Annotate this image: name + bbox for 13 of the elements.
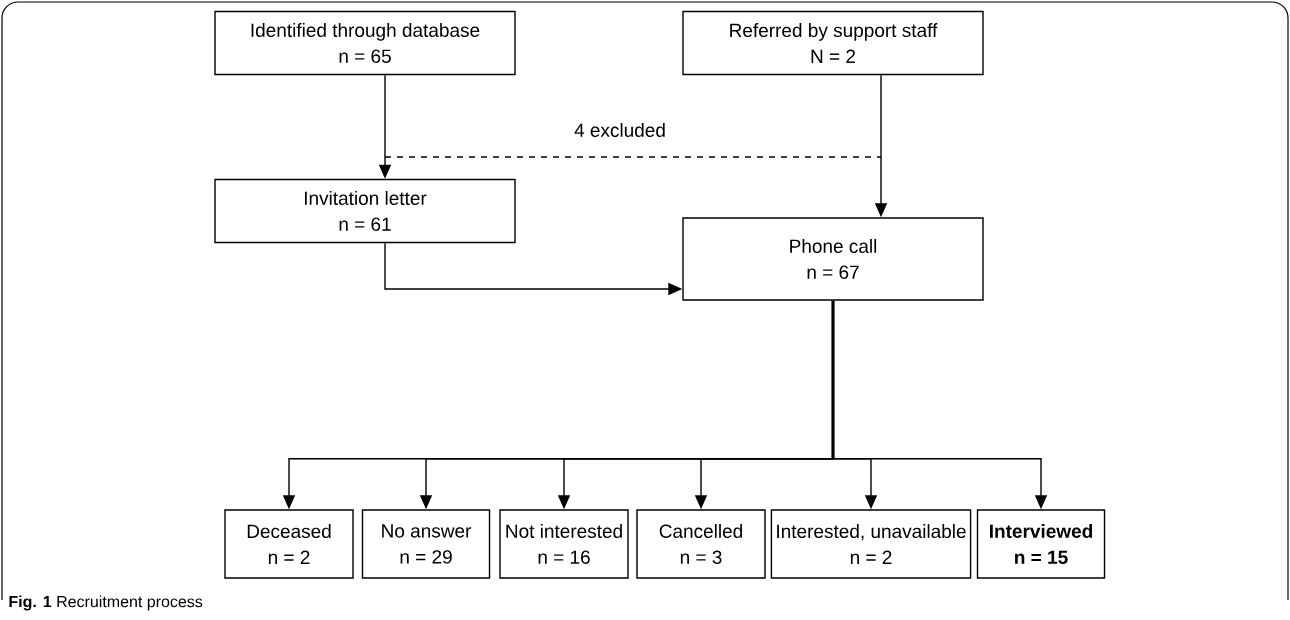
process-box: Interested, unavailable n = 2 <box>770 509 972 579</box>
figure-caption: Fig. 1 Recruitment process <box>9 595 203 611</box>
process-box: Cancelled n = 3 <box>636 509 766 579</box>
process-box: Invitation letter n = 61 <box>214 178 516 244</box>
process-box: Deceased n = 2 <box>224 509 354 579</box>
process-box: Interviewed n = 15 <box>976 509 1106 579</box>
process-box: Phone call n = 67 <box>682 217 984 301</box>
note-label: 4 excluded <box>574 123 665 137</box>
process-box: No answer n = 29 <box>361 509 491 579</box>
process-box: Not interested n = 16 <box>499 509 629 579</box>
process-box: Identified through database n = 65 <box>214 10 516 76</box>
trunk-line <box>831 300 835 459</box>
process-box: Referred by support staff N = 2 <box>682 10 984 76</box>
